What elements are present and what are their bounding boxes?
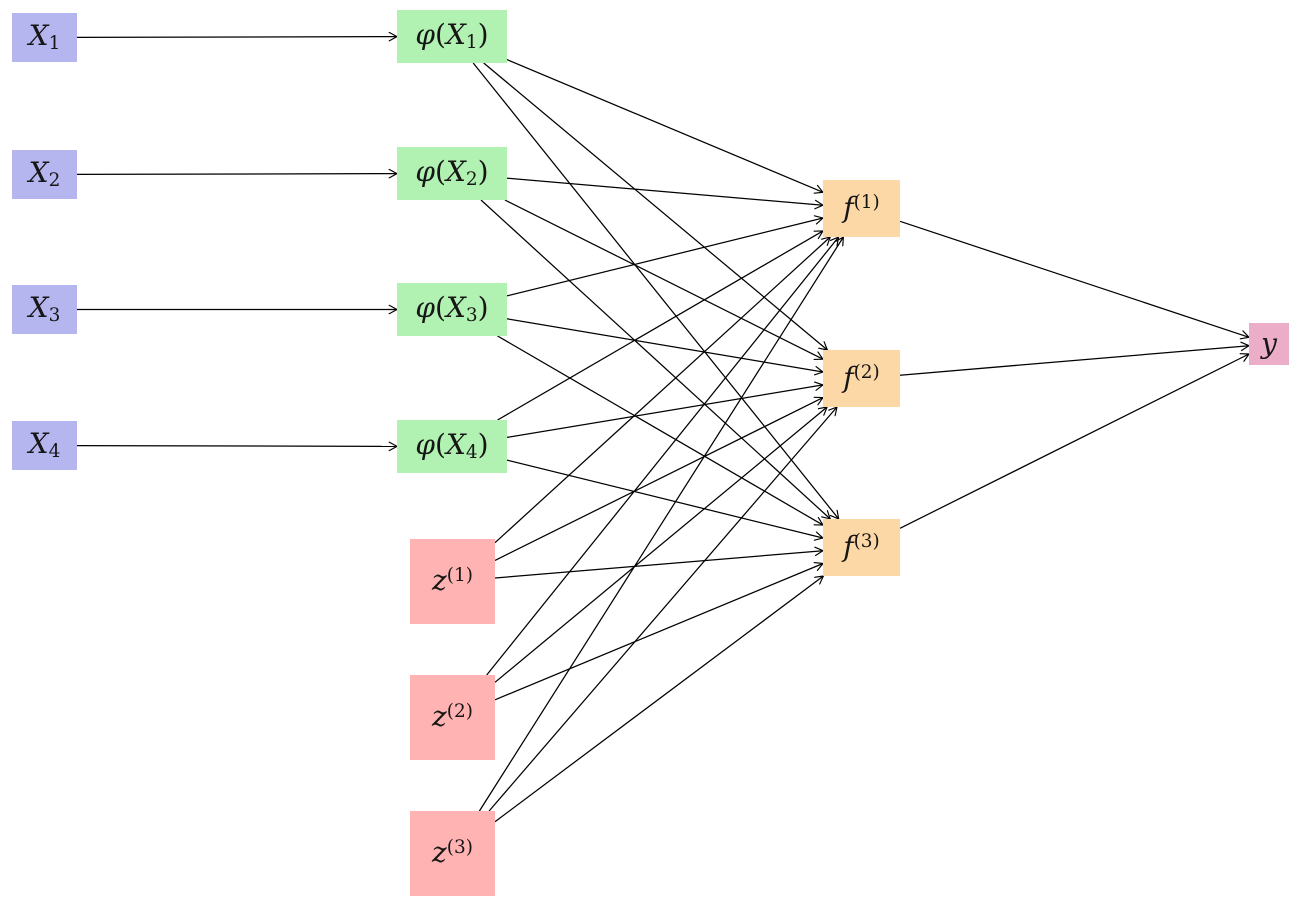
- node-label: z(2): [432, 700, 473, 734]
- edge-z3-f3: [494, 575, 824, 823]
- edge-z1-f1: [494, 236, 831, 544]
- edge-z3-f1: [478, 236, 844, 812]
- feature-node-phi1: φ(X1): [397, 10, 507, 63]
- output-node-y: y: [1249, 323, 1289, 365]
- edge-phi2-f3: [480, 199, 831, 520]
- edge-phi4-f1: [497, 230, 824, 421]
- edge-z2-f1: [486, 236, 840, 676]
- edge-z3-f2: [488, 406, 838, 812]
- feature-node-phi3: φ(X3): [397, 283, 507, 336]
- node-label: X1: [28, 18, 61, 54]
- node-label: z(3): [432, 836, 473, 870]
- node-label: f(3): [843, 530, 880, 564]
- node-label: φ(X2): [415, 154, 489, 190]
- node-label: φ(X1): [415, 17, 489, 53]
- edge-z2-f2: [494, 406, 828, 683]
- edge-phi1-f3: [472, 62, 840, 520]
- edge-f2-y: [899, 341, 1250, 376]
- feature-node-phi4: φ(X4): [397, 420, 507, 473]
- node-label: z(1): [432, 564, 473, 598]
- node-label: f(2): [843, 361, 880, 395]
- latent-node-z3: z(3): [410, 811, 495, 896]
- edge-phi3-f2: [506, 318, 824, 376]
- node-label: φ(X4): [415, 427, 489, 463]
- edge-phi4-f3: [506, 459, 824, 541]
- edge-f3-y: [899, 353, 1250, 529]
- node-label: X4: [28, 426, 61, 462]
- feature-node-phi2: φ(X2): [397, 147, 507, 200]
- node-label: f(1): [843, 191, 880, 225]
- edge-phi2-f2: [504, 199, 824, 361]
- node-label: φ(X3): [415, 290, 489, 326]
- edge-z1-f2: [494, 396, 824, 561]
- edge-z1-f3: [494, 546, 824, 579]
- edge-phi1-f2: [483, 62, 828, 351]
- node-label: X3: [28, 290, 61, 326]
- edge-phi3-f1: [506, 215, 824, 297]
- node-label: X2: [28, 155, 61, 191]
- input-node-x2: X2: [12, 150, 77, 199]
- edge-f1-y: [899, 220, 1250, 340]
- edge-x1-phi1: [76, 31, 398, 42]
- function-node-f1: f(1): [823, 180, 900, 237]
- function-node-f3: f(3): [823, 519, 900, 576]
- edge-phi2-f1: [506, 177, 824, 210]
- latent-node-z2: z(2): [410, 675, 495, 760]
- node-label: y: [1261, 327, 1277, 360]
- input-node-x1: X1: [12, 13, 77, 62]
- latent-node-z1: z(1): [410, 539, 495, 624]
- input-node-x4: X4: [12, 421, 77, 470]
- input-node-x3: X3: [12, 285, 77, 334]
- edge-phi1-f1: [506, 59, 824, 194]
- edge-z2-f3: [494, 562, 824, 701]
- edge-phi4-f2: [506, 381, 824, 439]
- edge-phi3-f3: [497, 335, 824, 526]
- edge-x4-phi4: [76, 441, 398, 452]
- function-node-f2: f(2): [823, 350, 900, 407]
- edge-x2-phi2: [76, 168, 398, 179]
